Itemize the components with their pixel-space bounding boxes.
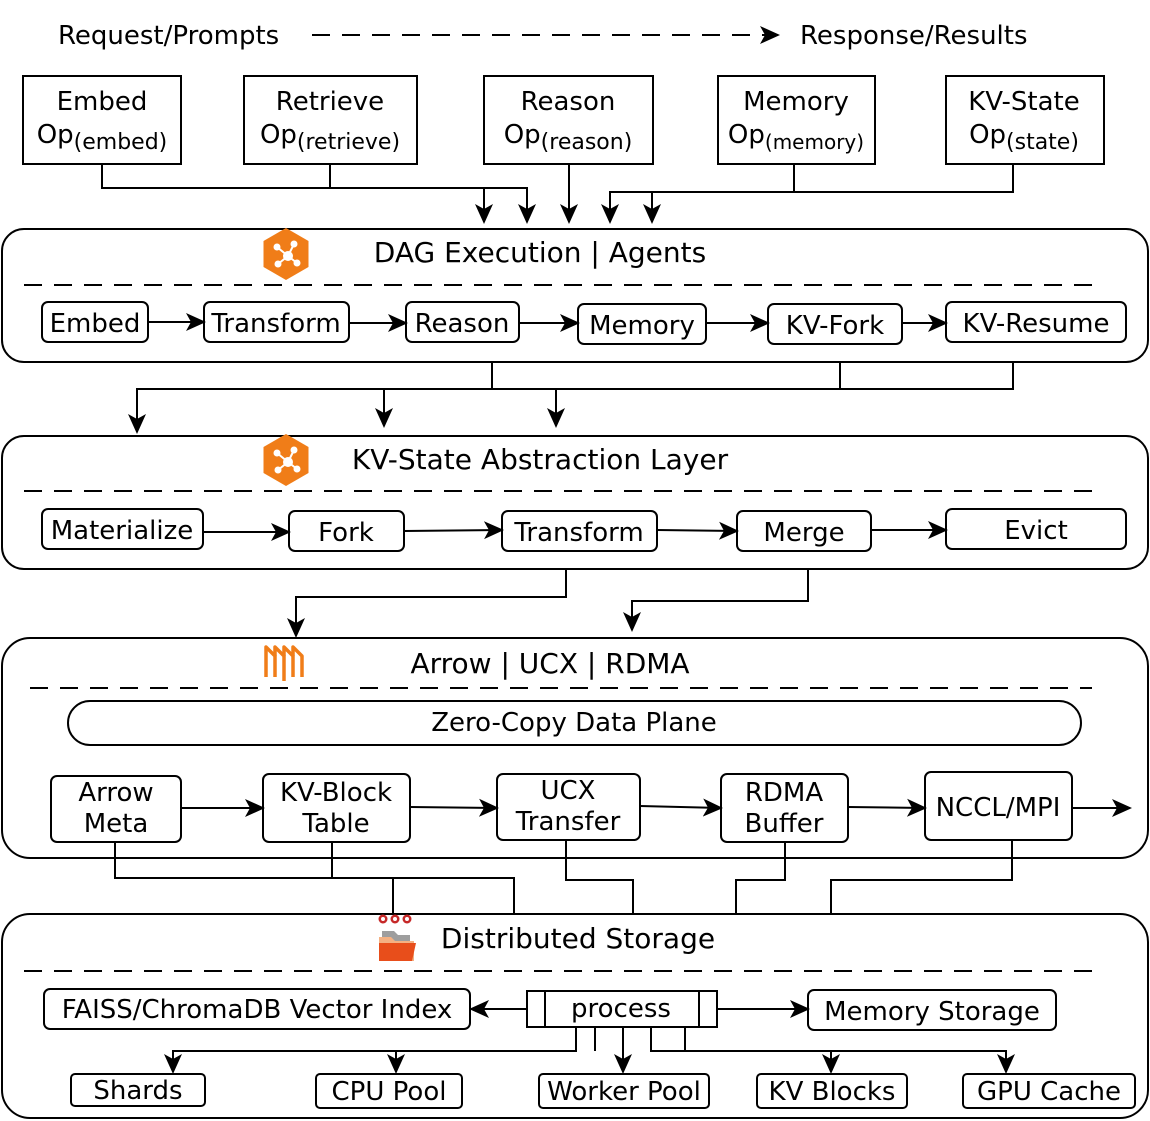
vector-index-box[interactable]: FAISS/ChromaDB Vector Index xyxy=(43,988,471,1030)
output-gpu-cache[interactable]: GPU Cache xyxy=(962,1073,1136,1109)
memory-storage-box[interactable]: Memory Storage xyxy=(807,989,1057,1031)
op-name: Reason xyxy=(521,87,616,117)
svg-text:CPU Pool: CPU Pool xyxy=(332,1077,447,1107)
op-box-kv-state[interactable]: KV-State Op(state) xyxy=(945,75,1105,165)
arrow-node-rdma-buffer[interactable]: RDMA Buffer xyxy=(720,773,849,843)
arrow-layer-title: Arrow | UCX | RDMA xyxy=(410,647,689,680)
dag-layer: DAG Execution | Agents Embed Transform R… xyxy=(1,228,1149,363)
process-box[interactable]: process xyxy=(526,990,718,1028)
storage-layer: Distributed Storage FAISS/ChromaDB Vecto… xyxy=(1,913,1149,1119)
svg-text:UCX: UCX xyxy=(541,776,596,806)
op-name: KV-State xyxy=(968,87,1080,117)
svg-text:Worker Pool: Worker Pool xyxy=(547,1077,701,1107)
svg-text:Meta: Meta xyxy=(84,809,149,839)
svg-text:Arrow: Arrow xyxy=(78,778,153,808)
kv-node-evict[interactable]: Evict xyxy=(945,508,1127,550)
op-box-retrieve[interactable]: Retrieve Op(retrieve) xyxy=(243,75,418,165)
svg-text:Transform: Transform xyxy=(513,518,643,548)
dag-node-memory[interactable]: Memory xyxy=(577,303,707,345)
op-name: Memory xyxy=(743,87,849,117)
svg-text:Transfer: Transfer xyxy=(515,807,621,837)
kv-node-merge[interactable]: Merge xyxy=(736,510,872,552)
svg-text:FAISS/ChromaDB Vector Index: FAISS/ChromaDB Vector Index xyxy=(62,995,453,1025)
arrow-node-kv-block-table[interactable]: KV-Block Table xyxy=(262,773,411,843)
op-row: Embed Op(embed) Retrieve Op(retrieve) Re… xyxy=(22,75,1105,165)
op-to-dag-connectors xyxy=(101,164,1014,224)
svg-text:GPU Cache: GPU Cache xyxy=(977,1077,1121,1107)
kv-layer-title: KV-State Abstraction Layer xyxy=(352,443,729,476)
svg-text:Memory Storage: Memory Storage xyxy=(824,997,1040,1027)
op-name: Retrieve xyxy=(276,87,384,117)
kv-to-arrow-connectors xyxy=(287,569,809,638)
dag-flow-arrows xyxy=(148,313,948,332)
svg-text:NCCL/MPI: NCCL/MPI xyxy=(936,793,1061,823)
kv-layer: KV-State Abstraction Layer Materialize F… xyxy=(1,434,1149,570)
process-flow-arrows xyxy=(164,1000,1015,1074)
hexagon-graph-icon xyxy=(263,434,309,486)
dag-node-kv-resume[interactable]: KV-Resume xyxy=(945,301,1127,343)
svg-text:Transform: Transform xyxy=(210,309,340,339)
output-worker-pool[interactable]: Worker Pool xyxy=(538,1073,710,1109)
op-label: Op(reason) xyxy=(504,120,633,155)
svg-text:Merge: Merge xyxy=(763,518,844,548)
op-box-memory[interactable]: Memory Op(memory) xyxy=(717,75,876,165)
legend-response-label: Response/Results xyxy=(800,21,1028,51)
legend: Request/Prompts Response/Results xyxy=(58,21,1028,51)
arrow-node-arrow-meta[interactable]: Arrow Meta xyxy=(50,775,182,843)
dag-node-kv-fork[interactable]: KV-Fork xyxy=(767,303,903,345)
svg-text:Materialize: Materialize xyxy=(51,516,194,546)
svg-text:Embed: Embed xyxy=(50,309,141,339)
dag-node-reason[interactable]: Reason xyxy=(405,301,520,343)
svg-text:process: process xyxy=(571,994,671,1024)
op-box-embed[interactable]: Embed Op(embed) xyxy=(22,75,182,165)
hexagon-graph-icon xyxy=(263,228,309,280)
svg-text:Zero-Copy Data Plane: Zero-Copy Data Plane xyxy=(431,708,717,738)
legend-request-label: Request/Prompts xyxy=(58,21,279,51)
svg-text:Buffer: Buffer xyxy=(745,809,824,839)
op-box-reason[interactable]: Reason Op(reason) xyxy=(483,75,654,165)
svg-text:Table: Table xyxy=(301,809,369,839)
svg-text:RDMA: RDMA xyxy=(745,778,824,808)
dag-node-transform[interactable]: Transform xyxy=(203,301,350,343)
arrow-node-nccl-mpi[interactable]: NCCL/MPI xyxy=(924,771,1073,841)
arrow-logo-icon xyxy=(264,645,304,681)
svg-text:KV-Block: KV-Block xyxy=(280,778,392,808)
op-label: Op(retrieve) xyxy=(260,120,400,155)
op-label: Op(state) xyxy=(969,120,1079,155)
arrow-to-storage-connectors xyxy=(114,840,1013,914)
op-name: Embed xyxy=(57,87,148,117)
kv-node-fork[interactable]: Fork xyxy=(288,510,405,552)
svg-text:Memory: Memory xyxy=(589,311,695,341)
output-shards[interactable]: Shards xyxy=(70,1073,206,1107)
svg-text:Fork: Fork xyxy=(318,518,374,548)
svg-text:KV-Fork: KV-Fork xyxy=(786,311,884,341)
output-kv-blocks[interactable]: KV Blocks xyxy=(756,1073,908,1109)
dag-to-kv-connectors xyxy=(128,362,1014,434)
svg-text:KV-Resume: KV-Resume xyxy=(963,309,1110,339)
kv-flow-arrows xyxy=(203,521,948,541)
storage-folder-icon xyxy=(378,914,416,961)
arrow-layer: Arrow | UCX | RDMA Zero-Copy Data Plane … xyxy=(1,637,1149,859)
zero-copy-data-plane[interactable]: Zero-Copy Data Plane xyxy=(67,700,1082,746)
svg-text:Evict: Evict xyxy=(1004,516,1068,546)
op-label: Op(memory) xyxy=(728,120,864,154)
dag-node-embed[interactable]: Embed xyxy=(41,301,149,343)
arrow-node-ucx-transfer[interactable]: UCX Transfer xyxy=(496,773,641,841)
op-label: Op(embed) xyxy=(37,120,168,155)
arrow-flow-arrows xyxy=(181,798,1132,817)
svg-text:KV Blocks: KV Blocks xyxy=(769,1077,896,1107)
dag-layer-title: DAG Execution | Agents xyxy=(374,236,706,269)
svg-text:Reason: Reason xyxy=(415,309,510,339)
kv-node-transform[interactable]: Transform xyxy=(501,510,658,552)
svg-text:Shards: Shards xyxy=(93,1076,182,1106)
storage-layer-title: Distributed Storage xyxy=(441,922,715,955)
kv-node-materialize[interactable]: Materialize xyxy=(41,508,204,550)
output-cpu-pool[interactable]: CPU Pool xyxy=(315,1073,463,1109)
